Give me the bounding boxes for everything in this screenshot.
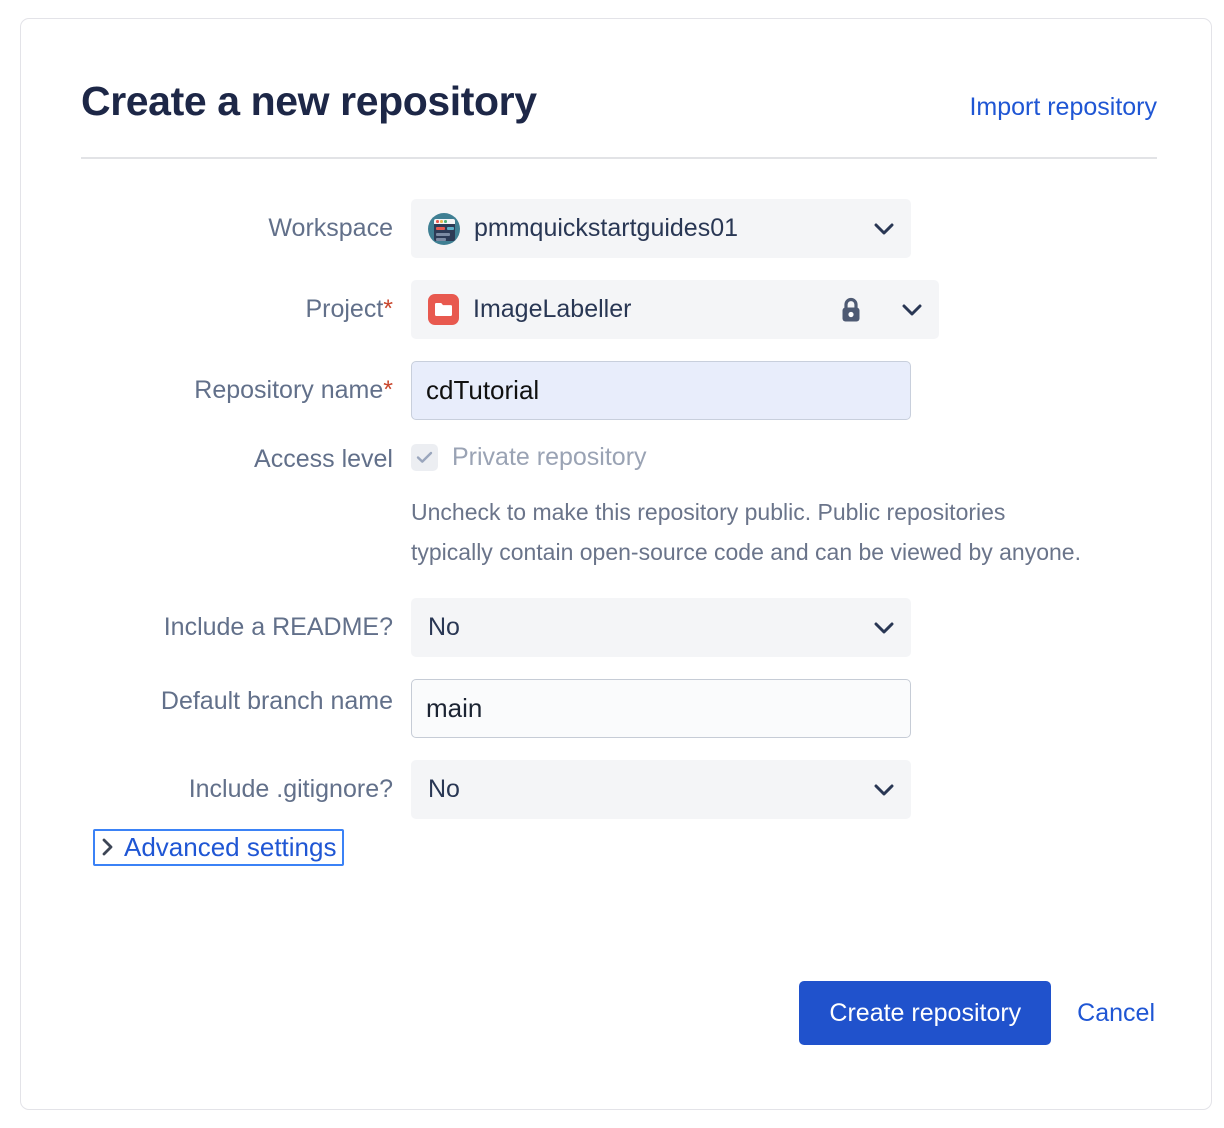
include-gitignore-label-text: Include .gitignore? <box>188 775 393 803</box>
project-row: Project* ImageLabeller <box>81 280 1157 339</box>
private-repository-checkbox <box>411 443 438 471</box>
project-label: Project* <box>81 280 411 339</box>
create-repository-card: Create a new repository Import repositor… <box>20 18 1212 1110</box>
include-gitignore-select[interactable]: No <box>411 760 911 819</box>
project-select[interactable]: ImageLabeller <box>411 280 939 339</box>
include-gitignore-value: No <box>428 775 460 803</box>
include-gitignore-field: No <box>411 760 1157 819</box>
default-branch-label-text: Default branch name <box>160 687 393 715</box>
access-level-field: Private repository Uncheck to make this … <box>411 440 1157 572</box>
create-repository-form: Workspace pmmquickstartguides01 <box>81 199 1157 866</box>
form-actions: Create repository Cancel <box>799 981 1155 1045</box>
access-level-help-text: Uncheck to make this repository public. … <box>411 499 1081 565</box>
access-level-row: Access level Private repository Uncheck … <box>81 440 1157 572</box>
default-branch-input[interactable] <box>411 679 911 738</box>
workspace-field: pmmquickstartguides01 <box>411 199 1157 258</box>
include-gitignore-row: Include .gitignore? No <box>81 760 1157 819</box>
advanced-settings-label: Advanced settings <box>124 832 337 862</box>
card-header: Create a new repository Import repositor… <box>81 81 1157 157</box>
workspace-select[interactable]: pmmquickstartguides01 <box>411 199 911 258</box>
chevron-right-icon <box>101 838 114 856</box>
lock-icon <box>838 296 864 324</box>
include-readme-value: No <box>428 613 460 641</box>
create-repository-button[interactable]: Create repository <box>799 981 1052 1045</box>
project-value: ImageLabeller <box>473 295 632 323</box>
chevron-down-icon <box>874 622 894 634</box>
repository-name-row: Repository name* <box>81 361 1157 420</box>
workspace-value: pmmquickstartguides01 <box>474 214 739 242</box>
include-gitignore-label: Include .gitignore? <box>81 760 411 819</box>
include-readme-field: No <box>411 598 1157 657</box>
project-label-text: Project <box>305 295 384 323</box>
project-required-mark: * <box>383 295 393 323</box>
chevron-down-icon <box>874 784 894 796</box>
include-readme-label: Include a README? <box>81 598 411 657</box>
private-repository-label: Private repository <box>452 442 647 471</box>
page-title: Create a new repository <box>81 78 537 124</box>
private-repository-checkbox-row: Private repository <box>411 440 1157 474</box>
project-folder-icon <box>428 294 459 325</box>
chevron-down-icon <box>874 223 894 235</box>
repository-name-label: Repository name* <box>81 361 411 420</box>
include-readme-row: Include a README? No <box>81 598 1157 657</box>
access-level-label: Access level <box>81 440 411 476</box>
workspace-row: Workspace pmmquickstartguides01 <box>81 199 1157 258</box>
header-divider <box>81 157 1157 159</box>
include-readme-select[interactable]: No <box>411 598 911 657</box>
repository-name-required-mark: * <box>383 376 393 404</box>
checkmark-icon <box>416 451 433 464</box>
workspace-label: Workspace <box>81 199 411 258</box>
workspace-label-text: Workspace <box>268 214 393 242</box>
project-field: ImageLabeller <box>411 280 1157 339</box>
advanced-settings-row: Advanced settings <box>93 829 1157 866</box>
include-readme-label-text: Include a README? <box>163 613 393 641</box>
repository-name-label-text: Repository name <box>194 376 384 404</box>
chevron-down-icon <box>902 304 922 316</box>
import-repository-link[interactable]: Import repository <box>969 93 1157 121</box>
repository-name-input[interactable] <box>411 361 911 420</box>
default-branch-row: Default branch name <box>81 679 1157 738</box>
repository-name-field <box>411 361 1157 420</box>
access-level-label-text: Access level <box>254 445 393 473</box>
default-branch-label: Default branch name <box>81 679 411 723</box>
workspace-avatar-icon <box>428 212 460 245</box>
cancel-button[interactable]: Cancel <box>1077 998 1155 1027</box>
advanced-settings-toggle[interactable]: Advanced settings <box>93 829 345 866</box>
default-branch-field <box>411 679 1157 738</box>
